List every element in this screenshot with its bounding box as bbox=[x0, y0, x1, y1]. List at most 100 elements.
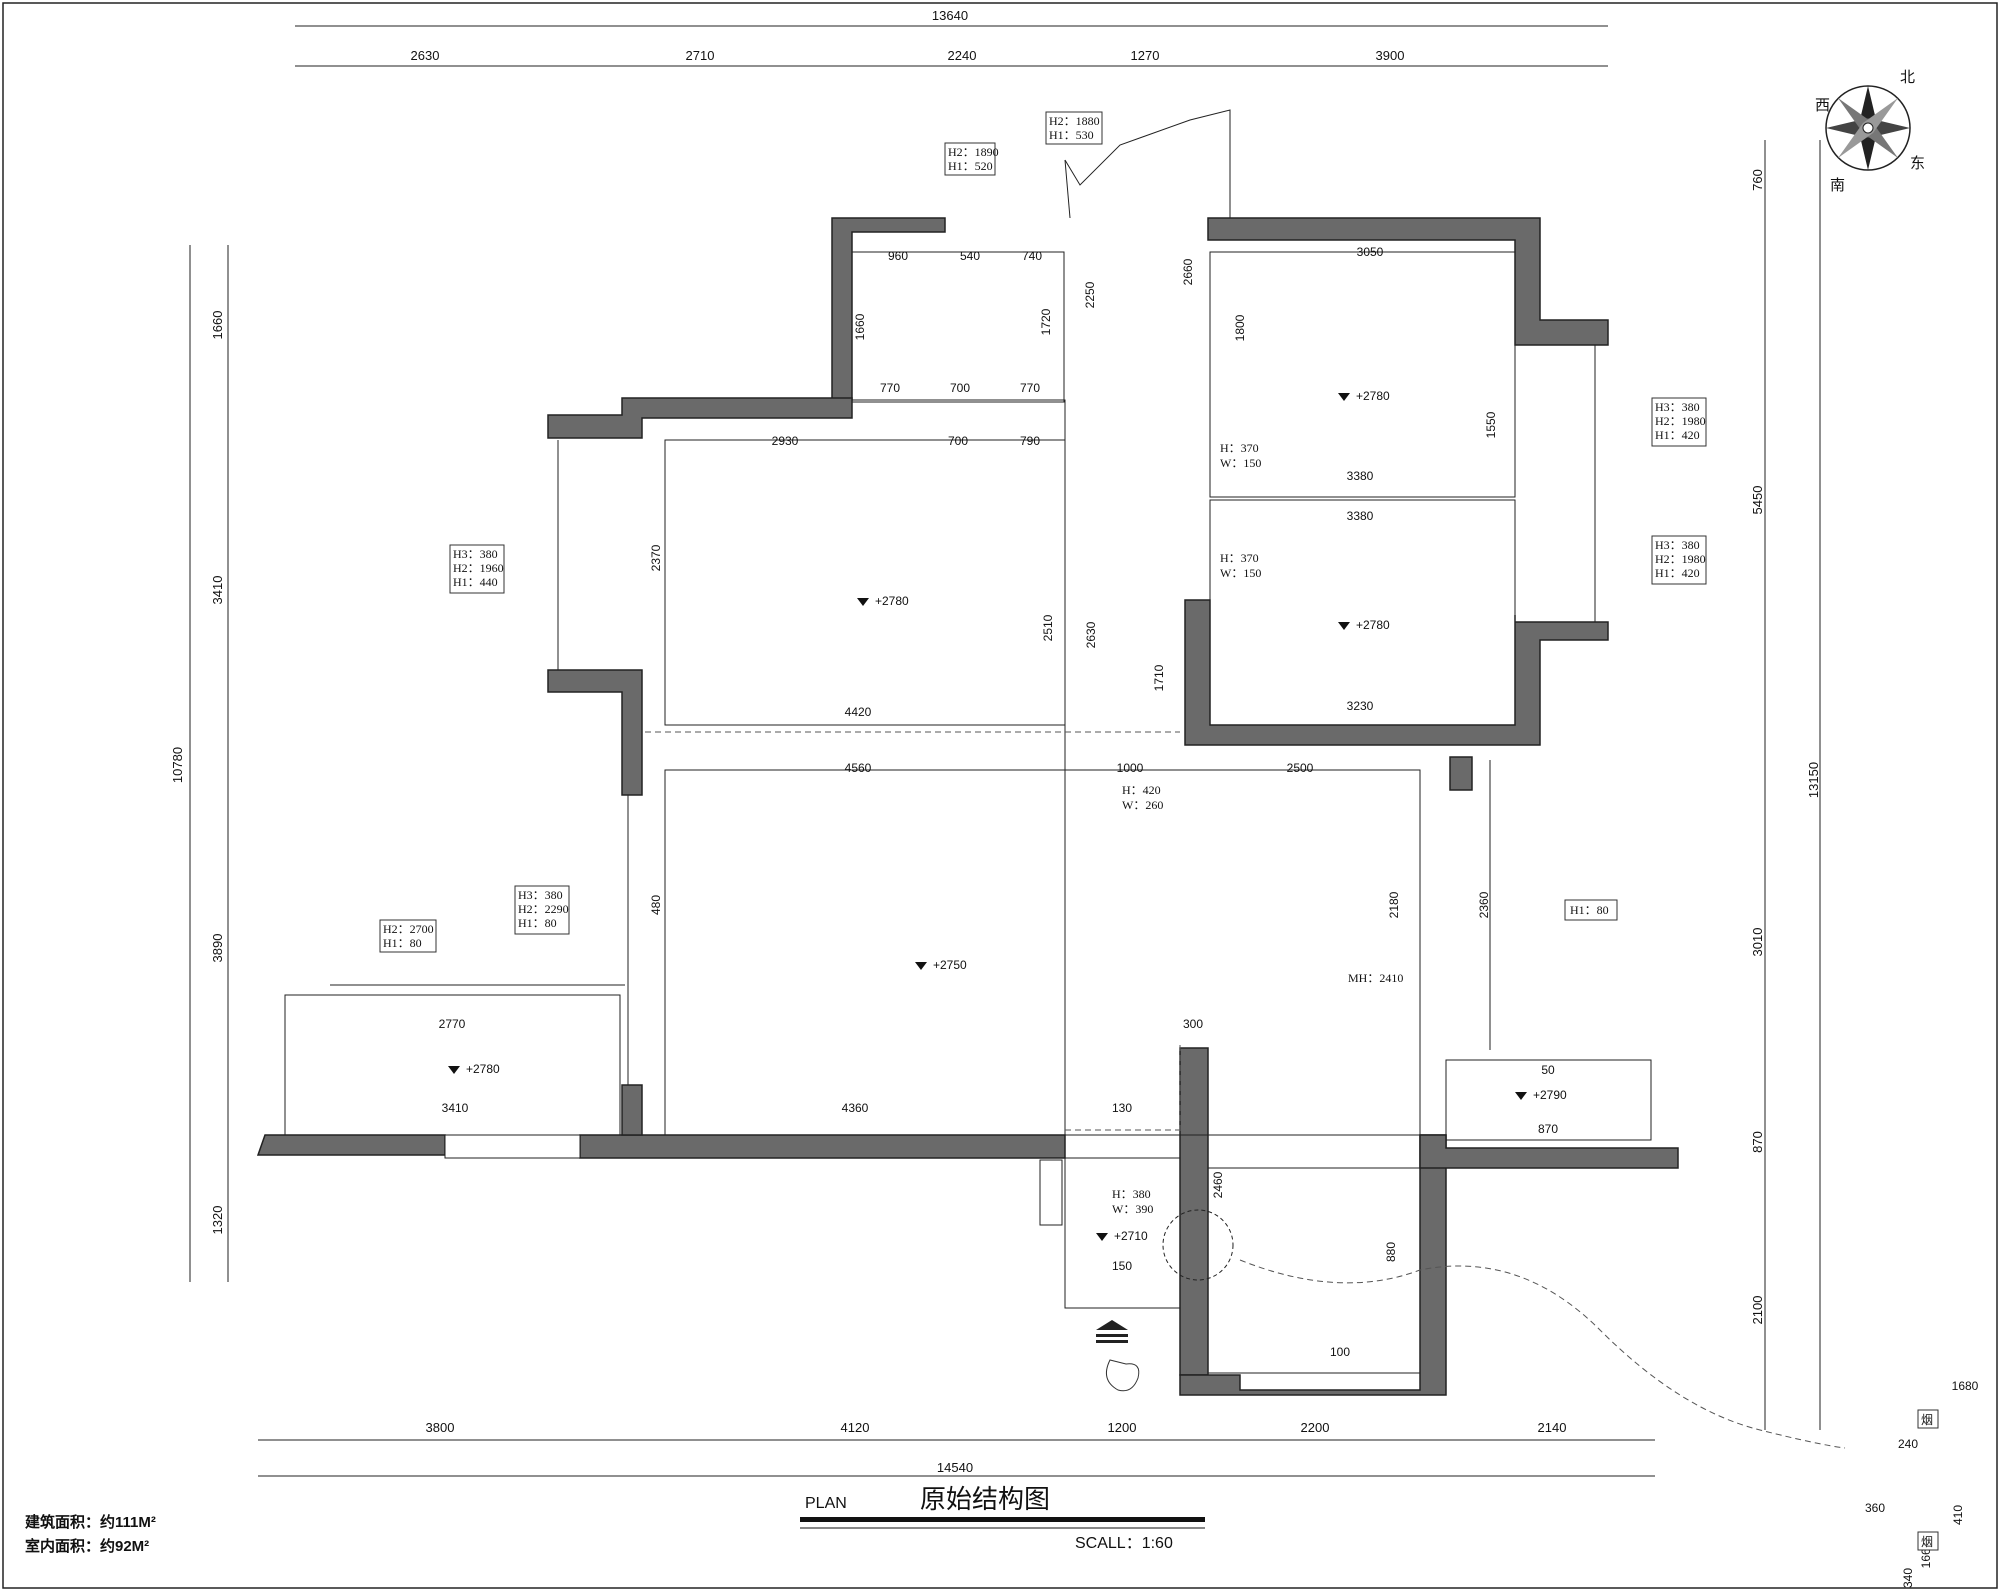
shaft-label: 烟 bbox=[1921, 1413, 1933, 1427]
note-line: H1：530 bbox=[1049, 128, 1094, 142]
dim-top-3: 2240 bbox=[948, 48, 977, 63]
note-line: W：390 bbox=[1112, 1202, 1153, 1216]
dim-inner: 1800 bbox=[1233, 314, 1247, 341]
note-line: H3：380 bbox=[453, 547, 498, 561]
dim-inner: 3050 bbox=[1357, 245, 1384, 259]
note-line: H3：380 bbox=[518, 888, 563, 902]
dim-inner: 410 bbox=[1951, 1505, 1965, 1525]
dim-left-total: 10780 bbox=[170, 747, 185, 783]
dim-right-3: 3010 bbox=[1750, 928, 1765, 957]
note-line: H：370 bbox=[1220, 551, 1259, 565]
outline-main bbox=[851, 232, 1066, 1135]
dim-left-3: 3890 bbox=[210, 934, 225, 963]
note-line: H1：80 bbox=[1570, 903, 1609, 917]
dim-inner: 2250 bbox=[1083, 281, 1097, 308]
note-line: H2：1980 bbox=[1655, 552, 1706, 566]
note-line: H1：420 bbox=[1655, 566, 1700, 580]
dim-inner: 2360 bbox=[1477, 891, 1491, 918]
room-nw bbox=[851, 251, 1065, 403]
dim-top-5: 3900 bbox=[1376, 48, 1405, 63]
dim-inner: 2770 bbox=[439, 1017, 466, 1031]
dim-inner: 1710 bbox=[1152, 664, 1166, 691]
note-line: H2：1980 bbox=[1655, 414, 1706, 428]
dim-right-5: 2100 bbox=[1750, 1296, 1765, 1325]
dim-inner: 1000 bbox=[1117, 761, 1144, 775]
scale-label: SCALL：1:60 bbox=[1075, 1535, 1173, 1552]
opening-bottom bbox=[444, 1134, 581, 1159]
level-marker: +2780 bbox=[875, 594, 909, 608]
wall-left-mid bbox=[547, 669, 643, 796]
dim-top-2: 2710 bbox=[686, 48, 715, 63]
dim-inner: 50 bbox=[1541, 1063, 1555, 1077]
dim-inner: 3410 bbox=[442, 1101, 469, 1115]
wall-bottom-left bbox=[256, 1134, 446, 1156]
title-block: PLAN 原始结构图 SCALL：1:60 建筑面积：约111M² 室内面积：约… bbox=[25, 1484, 1205, 1555]
compass-east: 东 bbox=[1910, 155, 1925, 172]
note-line: H3：380 bbox=[1655, 400, 1700, 414]
dim-inner: 2660 bbox=[1181, 258, 1195, 285]
door-swing bbox=[1162, 1209, 1234, 1281]
dim-inner: 480 bbox=[649, 895, 663, 915]
dim-inner: 700 bbox=[948, 434, 968, 448]
dim-top-total: 13640 bbox=[932, 8, 968, 23]
dim-inner: 3230 bbox=[1347, 699, 1374, 713]
dim-left-2: 3410 bbox=[210, 576, 225, 605]
dim-bottom-total: 14540 bbox=[937, 1460, 973, 1475]
note-line: H3：380 bbox=[1655, 538, 1700, 552]
garden-curve bbox=[1239, 1259, 1846, 1449]
dim-inner: 4360 bbox=[842, 1101, 869, 1115]
dim-inner: 2460 bbox=[1211, 1171, 1225, 1198]
dim-inner: 700 bbox=[950, 381, 970, 395]
room-bedroom-left bbox=[664, 439, 1066, 726]
level-marker: +2750 bbox=[933, 958, 967, 972]
level-markers: +2780 +2780 +2780 +2780 +2750 +2790 +271… bbox=[448, 389, 1567, 1243]
compass-west: 西 bbox=[1815, 97, 1830, 114]
dim-bottom-4: 2200 bbox=[1301, 1420, 1330, 1435]
compass-north: 北 bbox=[1900, 69, 1915, 86]
dim-inner: 770 bbox=[1020, 381, 1040, 395]
dim-bottom-1: 3800 bbox=[426, 1420, 455, 1435]
wall-nw-corner bbox=[1207, 217, 1609, 346]
dim-inner: 2930 bbox=[772, 434, 799, 448]
level-marker: +2780 bbox=[1356, 389, 1390, 403]
dim-right-1: 760 bbox=[1750, 169, 1765, 191]
note-line: W：150 bbox=[1220, 456, 1261, 470]
note-line: MH：2410 bbox=[1348, 971, 1403, 985]
note-line: H1：80 bbox=[518, 916, 557, 930]
dim-inner: 2500 bbox=[1287, 761, 1314, 775]
room-bedroom-e bbox=[1209, 499, 1516, 726]
dim-left-4: 1320 bbox=[210, 1206, 225, 1235]
note-line: H2：1960 bbox=[453, 561, 504, 575]
dim-inner: 2630 bbox=[1084, 621, 1098, 648]
dimension-lines bbox=[189, 25, 1821, 1477]
wall-entry-col bbox=[1179, 1047, 1209, 1376]
note-line: H2：1890 bbox=[948, 145, 999, 159]
entry-arrow-icon bbox=[1096, 1320, 1140, 1392]
note-line: H：420 bbox=[1122, 783, 1161, 797]
wall-left-upper bbox=[547, 397, 853, 439]
dim-bottom-3: 1200 bbox=[1108, 1420, 1137, 1435]
dim-left-1: 1660 bbox=[210, 311, 225, 340]
dim-bottom-5: 2140 bbox=[1538, 1420, 1567, 1435]
dim-right-total: 13150 bbox=[1806, 762, 1821, 798]
dim-inner: 540 bbox=[960, 249, 980, 263]
room-entry bbox=[1064, 1157, 1181, 1309]
outlines bbox=[284, 109, 1846, 1449]
dim-inner: 960 bbox=[888, 249, 908, 263]
dim-inner: 1550 bbox=[1484, 411, 1498, 438]
room-lower-right bbox=[1207, 1167, 1421, 1374]
note-line: H2：2290 bbox=[518, 902, 569, 916]
dim-inner: 4420 bbox=[845, 705, 872, 719]
note-line: H：380 bbox=[1112, 1187, 1151, 1201]
dim-top-1: 2630 bbox=[411, 48, 440, 63]
dim-inner: 880 bbox=[1384, 1242, 1398, 1262]
note-line: H1：420 bbox=[1655, 428, 1700, 442]
level-marker: +2790 bbox=[1533, 1088, 1567, 1102]
shaft-label: 烟 bbox=[1921, 1535, 1933, 1549]
dim-inner: 150 bbox=[1112, 1259, 1132, 1273]
level-marker: +2710 bbox=[1114, 1229, 1148, 1243]
plan-label: PLAN bbox=[805, 1495, 847, 1512]
note-line: H1：520 bbox=[948, 159, 993, 173]
